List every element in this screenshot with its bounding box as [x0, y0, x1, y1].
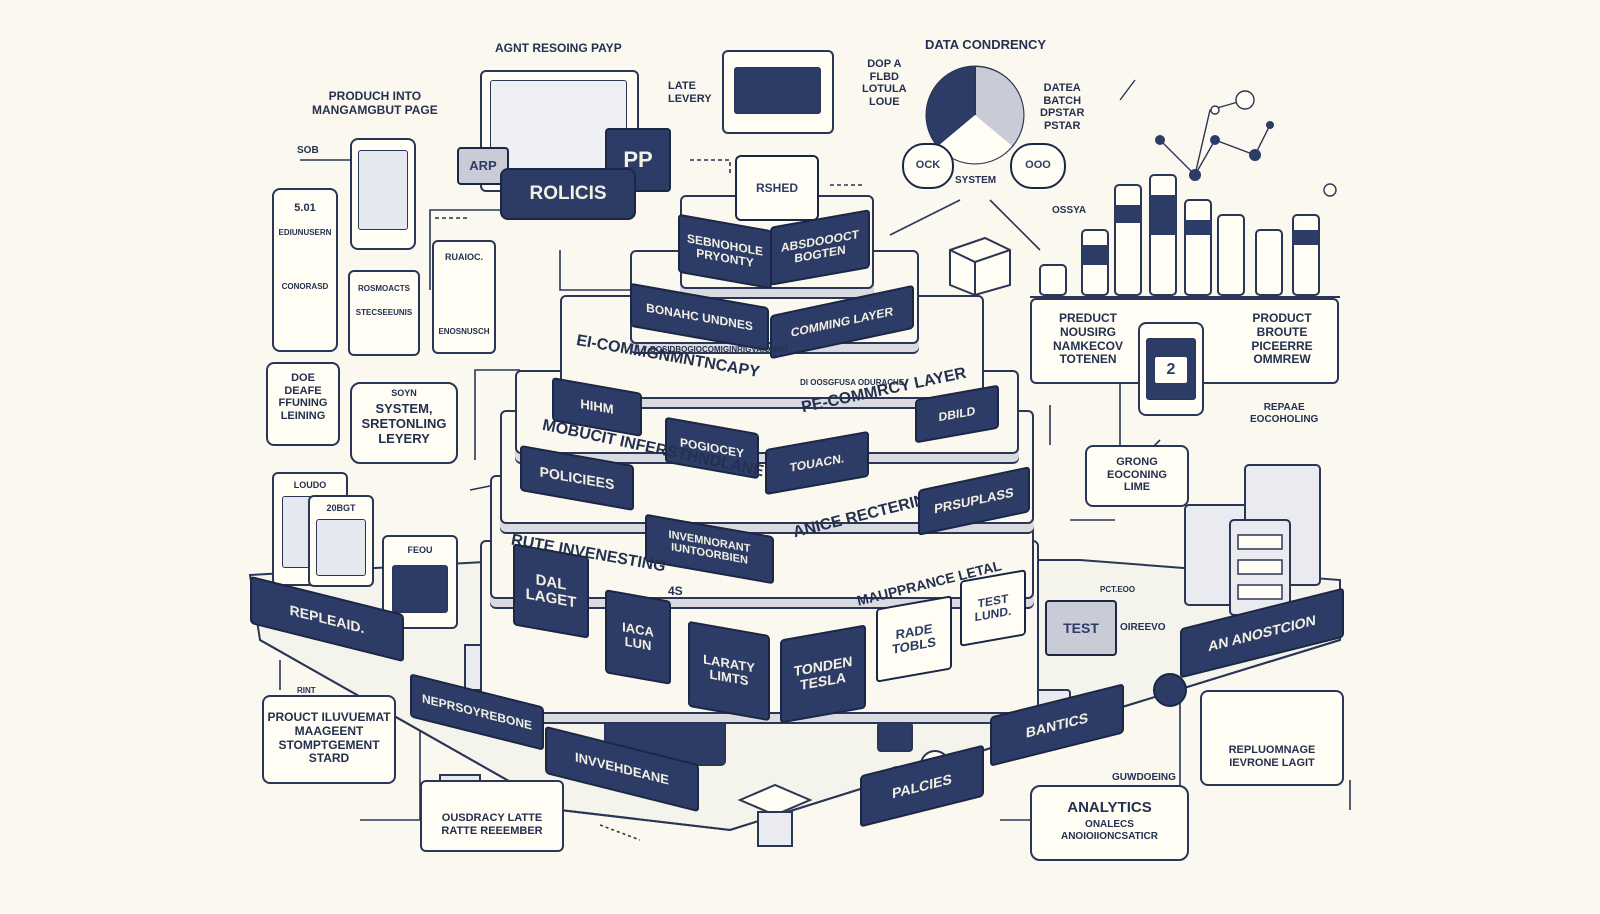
data-condency-label: DATA CONDRENCY — [925, 37, 1047, 52]
home-icon: 2 — [1155, 357, 1187, 383]
rolicis-button: ROLICIS — [500, 168, 636, 220]
system-sretonling-label: SYSTEM, SRETONLING LEYERY — [361, 401, 447, 446]
grong-label: GRONG EOCONING LIME — [1107, 456, 1167, 494]
grong-box: GRONG EOCONING LIME — [1085, 445, 1189, 507]
ock-pill: OCK — [902, 143, 954, 189]
t7-c-block: LARATY LIMTS — [688, 620, 770, 722]
system-sretonling-box: SOYN SYSTEM, SRETONLING LEYERY — [350, 382, 458, 464]
t7-b-block: IACA LUN — [605, 589, 671, 685]
ruaioc-label: RUAIOC. — [445, 252, 483, 262]
doe-deafe-box: DOE DEAFE FFUNING LEINING — [266, 362, 340, 446]
analytics-label: ANALYTICS — [1067, 799, 1152, 816]
laptop-screen — [734, 67, 821, 114]
datea-batch-label: DATEA BATCH DPSTAR PSTAR — [1040, 82, 1085, 132]
sob-label: SOB — [297, 145, 319, 156]
repluomnage-box: REPLUOMNAGE IEVRONE LAGIT — [1200, 690, 1344, 786]
card-conorasd: CONORASD — [281, 282, 329, 291]
oreevo-label: OIREEVO — [1120, 622, 1166, 633]
rint-label: RINT — [297, 686, 316, 695]
system-gauge-label: SYSTEM — [955, 175, 997, 186]
20bgt-label: 20BGT — [326, 503, 356, 513]
oss-label: OSSYA — [1052, 205, 1087, 216]
syon-label: SOYN — [391, 388, 417, 398]
t7-e-block: RADE TOBLS — [876, 595, 952, 683]
product-broute-label: PRODUCT BROUTE PICEERRE OMMREW — [1251, 311, 1313, 367]
rosmoacts-label: ROSMOACTS — [358, 284, 410, 293]
test-device: TEST — [1045, 600, 1117, 656]
tablet-left-3: FEOU — [382, 535, 458, 629]
doe-deafe-label: DOE DEAFE FFUNING LEINING — [278, 372, 328, 422]
ousdracy-label: OUSDRACY LATTE RATTE REEEMBER — [441, 812, 543, 837]
t6-num-label: 4S — [668, 584, 683, 598]
agent-resoning-label: AGNT RESOING PAYP — [495, 41, 622, 55]
enosnusch-label: ENOSNUSCH — [438, 327, 490, 336]
t7-f-block: TEST LUND. — [960, 569, 1026, 647]
phone-card-left: 5.01 EDIUNUSERN CONORASD — [272, 188, 338, 352]
card-number: 5.01 — [294, 202, 316, 214]
phone-screen — [358, 150, 408, 230]
pct-label: PCT.EOO — [1100, 585, 1136, 594]
product-iluvuemat-label: PROUCT ILUVUEMAT MAAGEENT STOMPTGEMENT S… — [267, 710, 391, 766]
t7-a-block: DAL LAGET — [513, 543, 589, 639]
tablet-screen-2 — [316, 519, 366, 576]
analytics-sub-label: ONALECS ANOIOIIONCSATICR — [1060, 819, 1159, 842]
home-tablet: 2 — [1138, 322, 1204, 416]
loudo-label: LOUDO — [293, 480, 327, 490]
t3-sub2-label: DI OOSGFUSA ODURACHE — [800, 378, 905, 387]
settings-panel-a: ROSMOACTS STECSEEUNIS — [348, 270, 420, 356]
home-tablet-screen: 2 — [1146, 338, 1196, 400]
top-laptop — [722, 50, 834, 134]
repaae-label: REPAAE EOCOHOLING — [1250, 402, 1319, 425]
t7-d-block: TONDEN TESLA — [780, 624, 866, 724]
card-ediunusern: EDIUNUSERN — [278, 228, 332, 237]
tablet-left-2: 20BGT — [308, 495, 374, 587]
stecseeunis-label: STECSEEUNIS — [355, 308, 413, 317]
product-iluvuemat-box: PROUCT ILUVUEMAT MAAGEENT STOMPTGEMENT S… — [262, 695, 396, 784]
ooo-pill: OOO — [1010, 143, 1066, 189]
feou-label: FEOU — [407, 545, 433, 555]
product-nousirg-label: PREDUCT NOUSIRG NAMKECOV TOTENEN — [1052, 311, 1123, 367]
t3-sub-label: BOSIDBOGIOCOMIGINRIGVAIONUR — [650, 345, 788, 354]
tablet-screen-3 — [392, 565, 448, 613]
dop-a-flbd-label: DOP A FLBD LOTULA LOUE — [862, 58, 907, 108]
product-into-label: PRODUCH INTO MANGAMGBUT PAGE — [312, 89, 438, 117]
settings-panel-b: RUAIOC. ENOSNUSCH — [432, 240, 496, 354]
repluomnage-label: REPLUOMNAGE IEVRONE LAGIT — [1228, 744, 1316, 769]
late-levery-label: LATE LEVERY — [668, 80, 712, 105]
phone-device — [350, 138, 416, 250]
analytics-box: ANALYTICS ONALECS ANOIOIIONCSATICR — [1030, 785, 1189, 861]
rshed-cube: RSHED — [735, 155, 819, 221]
ousdracy-box: OUSDRACY LATTE RATTE REEEMBER — [420, 780, 564, 852]
guwdoeing-label: GUWDOEING — [1112, 772, 1176, 783]
monitor-screen — [490, 80, 627, 182]
